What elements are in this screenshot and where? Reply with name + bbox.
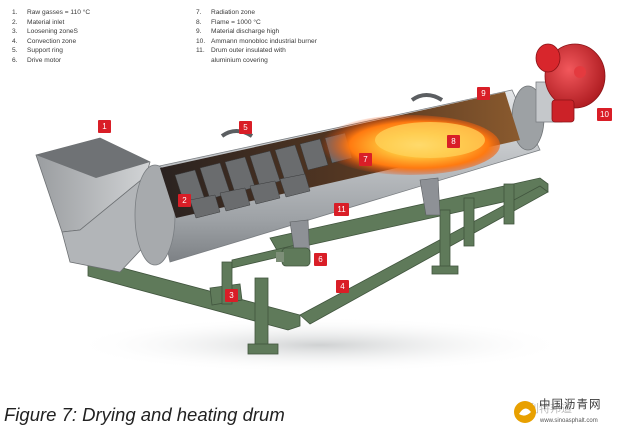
legend-item: 1.Raw gasses = 110 °C [12, 9, 91, 16]
legend-item: 4.Convection zone [12, 37, 77, 45]
legend-item: 11.Drum outer insulated with [196, 47, 286, 55]
material-inlet-hopper [35, 137, 151, 273]
support-ring [220, 129, 254, 138]
floor-shadow [70, 317, 570, 373]
watermark: 中国沥青网 www.sinoasphalt.com [513, 395, 623, 435]
legend-left: 1.Raw gasses = 110 °C 2.Material inlet 3… [12, 8, 197, 66]
support-frame [87, 177, 549, 355]
legend-item: aluminium covering [211, 56, 268, 64]
sinoasphalt-logo-icon [514, 401, 536, 423]
watermark-url: www.sinoasphalt.com [540, 418, 598, 424]
legend-item: 5.Support ring [12, 47, 63, 55]
legend-item: 3.Loosening zoneS [12, 28, 78, 36]
marker-8: 8 [447, 135, 460, 148]
watermark-account: 利特邦道 [528, 402, 572, 415]
figure-caption: Figure 7: Drying and heating drum [4, 404, 285, 425]
legend-right: 7.Radiation zone 8.Flame = 1000 °C 9.Mat… [196, 8, 371, 66]
legend-item: 8.Flame = 1000 °C [196, 18, 261, 26]
marker-4: 4 [336, 280, 349, 293]
legend-item: 9.Material discharge high [196, 28, 280, 36]
marker-9: 9 [477, 87, 490, 100]
support-ring [410, 93, 444, 102]
drive-motor [276, 247, 311, 267]
legend-item: 6.Drive motor [12, 56, 62, 64]
marker-5: 5 [239, 121, 252, 134]
drum-illustration [35, 43, 606, 373]
marker-6: 6 [314, 253, 327, 266]
watermark-title: 中国沥青网 [539, 397, 602, 411]
marker-3: 3 [225, 289, 238, 302]
legend-item: 7.Radiation zone [196, 9, 255, 16]
industrial-burner [535, 43, 606, 123]
marker-2: 2 [178, 194, 191, 207]
marker-10: 10 [597, 108, 612, 121]
marker-11: 11 [334, 203, 349, 216]
marker-7: 7 [359, 153, 372, 166]
marker-1: 1 [98, 120, 111, 133]
legend-item: 10.Ammann monobloc industrial burner [196, 37, 317, 45]
legend-item: 2.Material inlet [12, 18, 65, 26]
